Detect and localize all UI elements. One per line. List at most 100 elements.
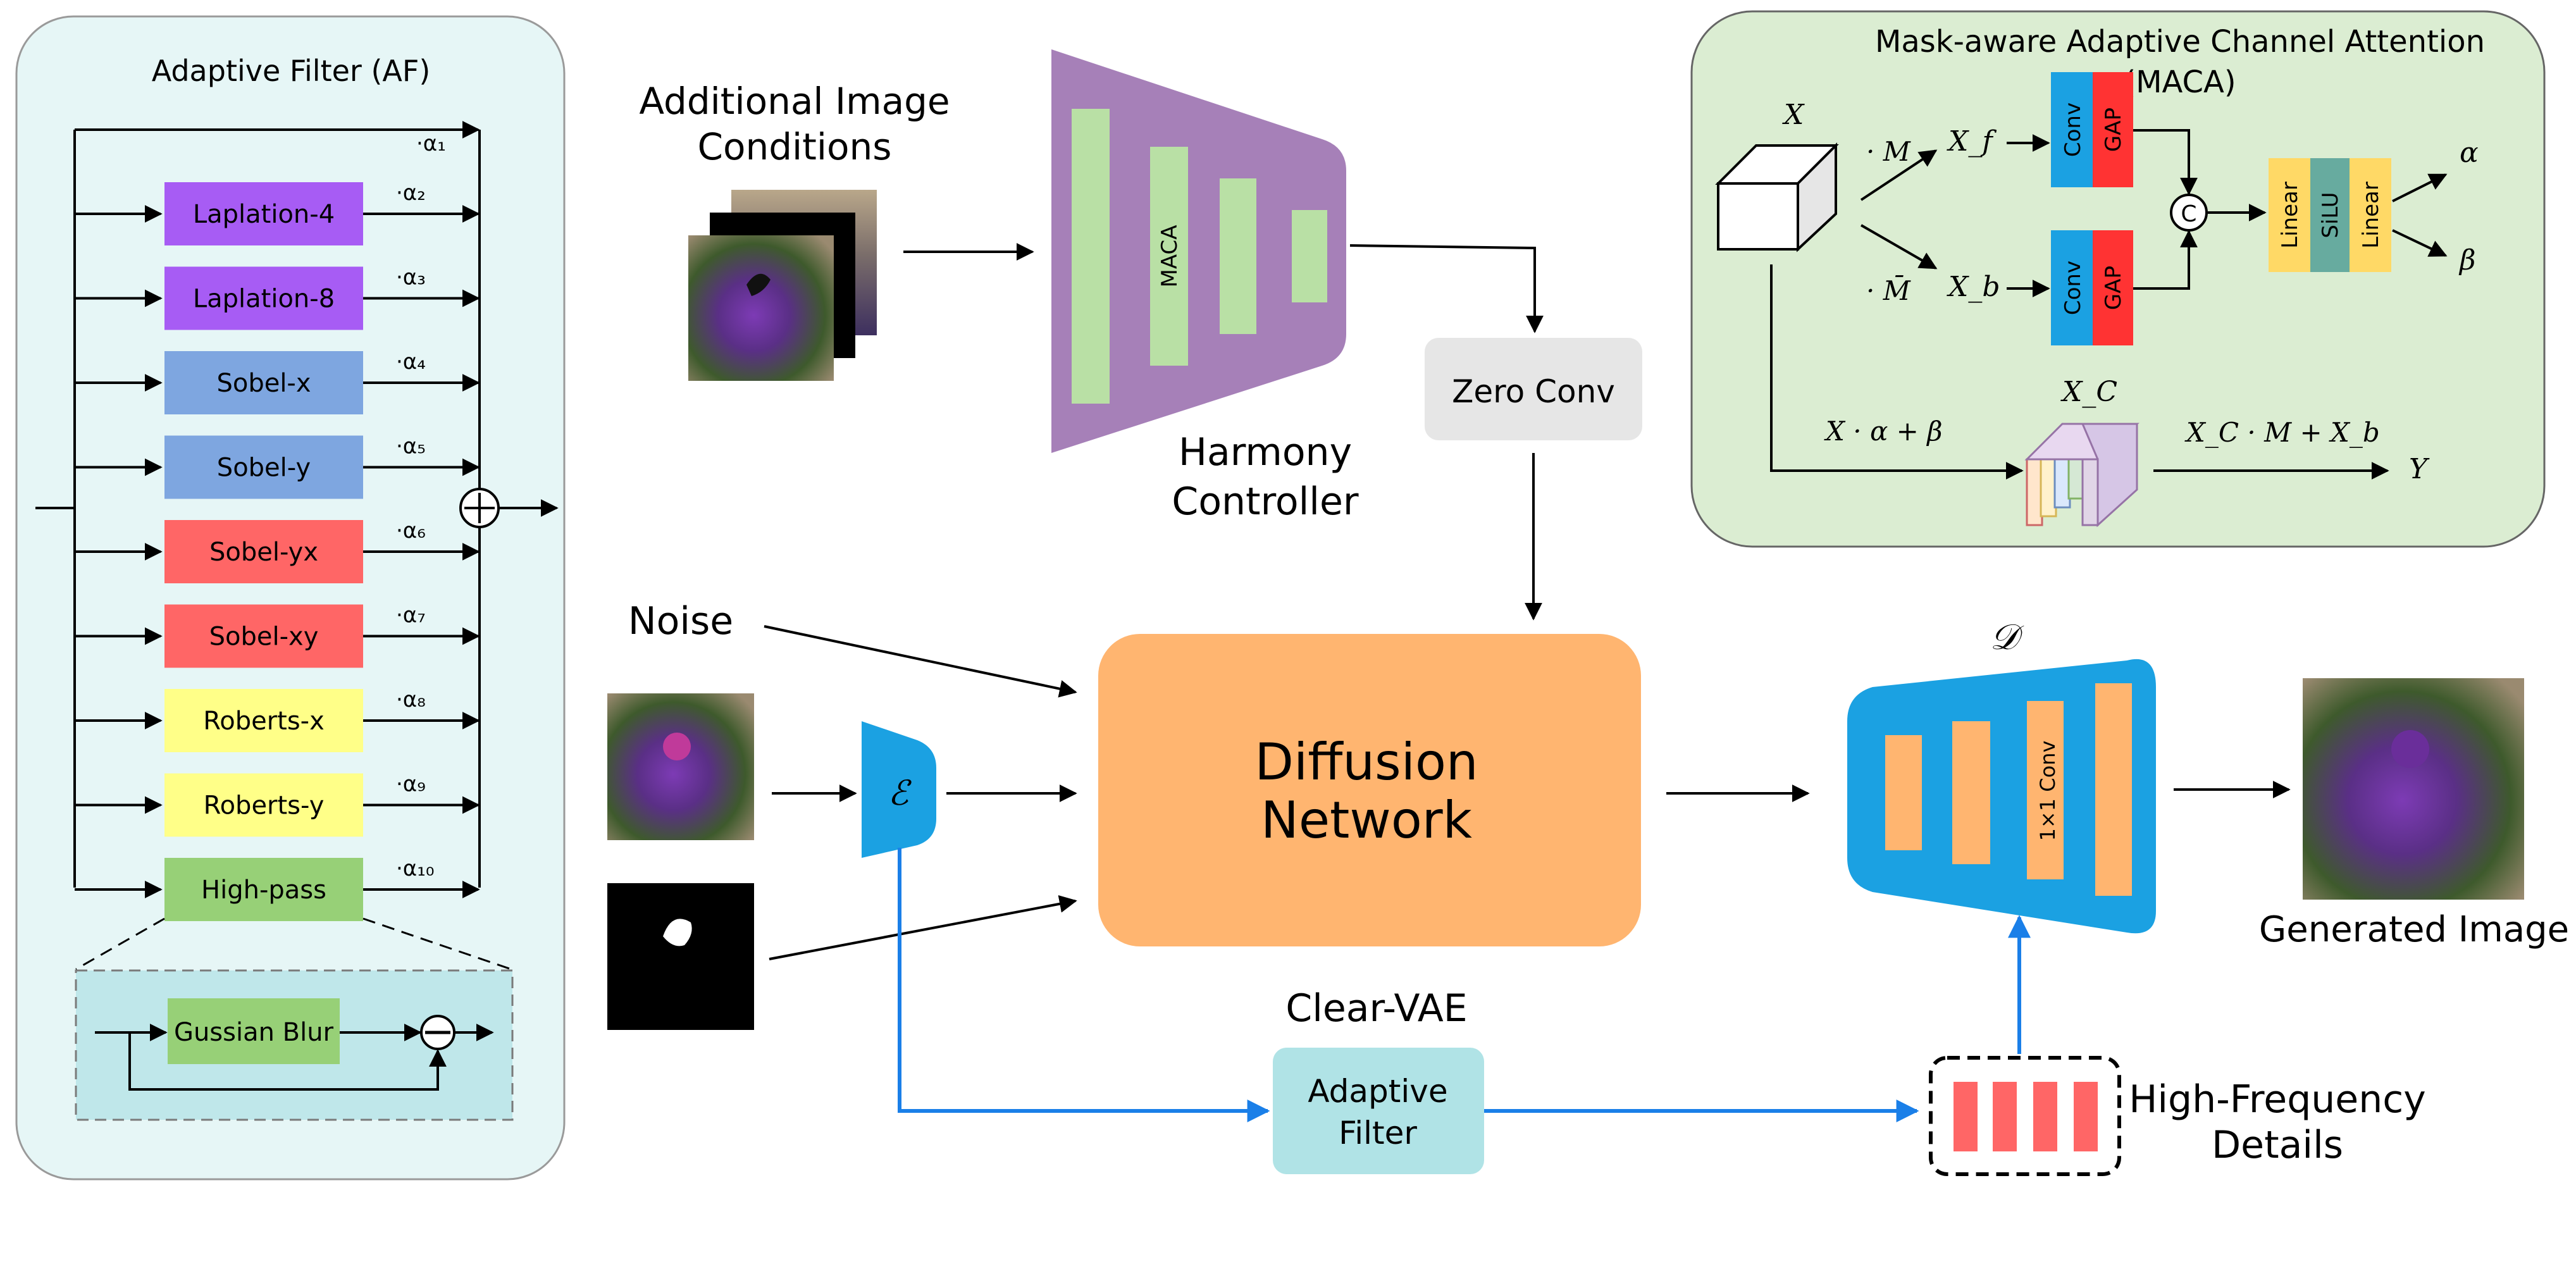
af-filter-list: Laplation-4 ·α₂ Laplation-8 ·α₃ Sobel-x ·α₄ So… xyxy=(75,180,480,921)
encoder-label: ℰ xyxy=(888,773,912,813)
af-filter-label: Sobel-yx xyxy=(209,538,318,567)
adaptive-filter-box xyxy=(1273,1048,1484,1174)
controller-bar-4 xyxy=(1292,210,1327,302)
y-label: Y xyxy=(2409,453,2430,485)
decoder-bar-2 xyxy=(1952,721,1990,864)
linear-label-1: Linear xyxy=(2277,182,2303,249)
mask-arrow xyxy=(769,895,1077,960)
beta-label: β xyxy=(2458,244,2475,276)
decoder-bar-4 xyxy=(2095,683,2132,896)
gaussian-blur-box xyxy=(168,998,340,1064)
gap-block-top xyxy=(2093,72,2133,187)
maca-tag: MACA xyxy=(1157,225,1182,288)
feature-cube-icon xyxy=(1715,142,1839,252)
maca-x-label: X xyxy=(1782,99,1805,131)
cube-to-xb-arrow xyxy=(1861,224,1938,270)
conv-block-top xyxy=(2051,72,2093,187)
af-filter-label: Laplation-8 xyxy=(193,285,335,314)
af-filter-alpha: ·α₅ xyxy=(396,434,426,459)
mask-image xyxy=(607,883,754,1030)
decoder-shape xyxy=(1847,659,2156,934)
condition-image-front xyxy=(688,235,834,381)
gap-block-bottom xyxy=(2093,230,2133,345)
decoder-bar-1 xyxy=(1885,735,1922,850)
af-title: Adaptive Filter (AF) xyxy=(152,54,431,88)
af-filter-label: High-pass xyxy=(201,876,326,905)
inset-skip-arrow xyxy=(128,1032,447,1091)
af-filter-box xyxy=(164,689,363,752)
af-filter-box xyxy=(164,266,363,330)
conv-block-bottom xyxy=(2051,230,2093,345)
controller-bar-1 xyxy=(1072,109,1110,404)
zero-conv-label: Zero Conv xyxy=(1452,373,1615,410)
controller-to-zeroconv-arrow xyxy=(1349,244,1544,333)
af-filter-alpha: ·α₈ xyxy=(396,687,426,712)
linear-block-1 xyxy=(2269,158,2310,272)
conv-label-bottom: Conv xyxy=(2060,261,2086,315)
encoder-to-filter-blue-arrow xyxy=(898,848,1270,1122)
af-filter-box xyxy=(164,182,363,245)
condition-image-stack xyxy=(688,190,877,381)
alpha-label: α xyxy=(2460,137,2479,169)
cube-to-xf-arrow xyxy=(1860,149,1938,201)
generated-image-flower xyxy=(2391,730,2429,768)
af-filter-box xyxy=(164,351,363,414)
xf-label: X_f xyxy=(1947,125,1997,158)
af-identity-alpha: ·α₁ xyxy=(416,131,446,156)
af-filter-label: Sobel-xy xyxy=(209,623,319,652)
top-to-concat-arrow xyxy=(2133,129,2198,195)
modulate-expr: X · α + β xyxy=(1824,416,1943,447)
hf-bar-4 xyxy=(2074,1082,2098,1151)
modulation-path-arrow xyxy=(1770,264,2024,480)
hf-bar-2 xyxy=(1993,1082,2017,1151)
linear-block-2 xyxy=(2350,158,2391,272)
high-frequency-box xyxy=(1929,1056,2121,1176)
gap-label-bottom: GAP xyxy=(2101,266,2126,310)
mask-image-shape xyxy=(663,919,692,946)
af-filter-alpha: ·α₇ xyxy=(396,603,426,628)
af-filter-box xyxy=(164,520,363,583)
to-beta-arrow xyxy=(2392,229,2448,257)
bottom-to-concat-arrow xyxy=(2133,230,2198,290)
concat-label: C xyxy=(2181,201,2196,227)
maca-title: Mask-aware Adaptive Channel Attention(MA… xyxy=(1875,24,2485,100)
generated-image xyxy=(2303,678,2524,900)
af-filter-label: Sobel-y xyxy=(217,454,311,483)
hf-bar-3 xyxy=(2033,1082,2057,1151)
af-filter-label: Roberts-y xyxy=(204,791,325,821)
input-image xyxy=(607,693,754,840)
to-alpha-arrow xyxy=(2392,173,2448,202)
af-filter-box xyxy=(164,773,363,837)
harmony-controller-shape xyxy=(1051,49,1346,453)
af-filter-alpha: ·α₃ xyxy=(396,265,426,290)
generated-image-label: Generated Image xyxy=(2259,909,2569,950)
af-filter-alpha: ·α₆ xyxy=(396,518,426,543)
inverse-mask-label: · M̄ xyxy=(1866,274,1911,306)
concat-node-icon xyxy=(2170,194,2208,232)
af-filter-alpha: ·α₁₀ xyxy=(396,856,434,881)
af-filter-box xyxy=(164,604,363,668)
af-filter-box xyxy=(164,858,363,921)
decoder-tag: 1×1 Conv xyxy=(2036,741,2060,841)
diffusion-network-box xyxy=(1098,634,1641,946)
af-filter-alpha: ·α₂ xyxy=(396,180,426,206)
encoder-shape xyxy=(862,721,936,858)
linear-label-2: Linear xyxy=(2358,182,2384,249)
mask-label: · M xyxy=(1866,136,1911,167)
output-expr: X_C · M + X_b xyxy=(2184,417,2380,448)
zoom-line-left xyxy=(75,917,165,970)
hf-bar-1 xyxy=(1954,1082,1978,1151)
noise-arrow xyxy=(764,625,1077,698)
af-filter-label: Laplation-4 xyxy=(193,200,335,229)
af-filter-alpha: ·α₄ xyxy=(396,349,426,375)
af-filter-label: Sobel-x xyxy=(216,369,311,398)
af-filter-box xyxy=(164,435,363,499)
silu-block xyxy=(2310,158,2350,272)
gaussian-blur-label: Gussian Blur xyxy=(174,1018,334,1047)
noise-label: Noise xyxy=(628,599,733,643)
mask-silhouette xyxy=(746,273,771,296)
